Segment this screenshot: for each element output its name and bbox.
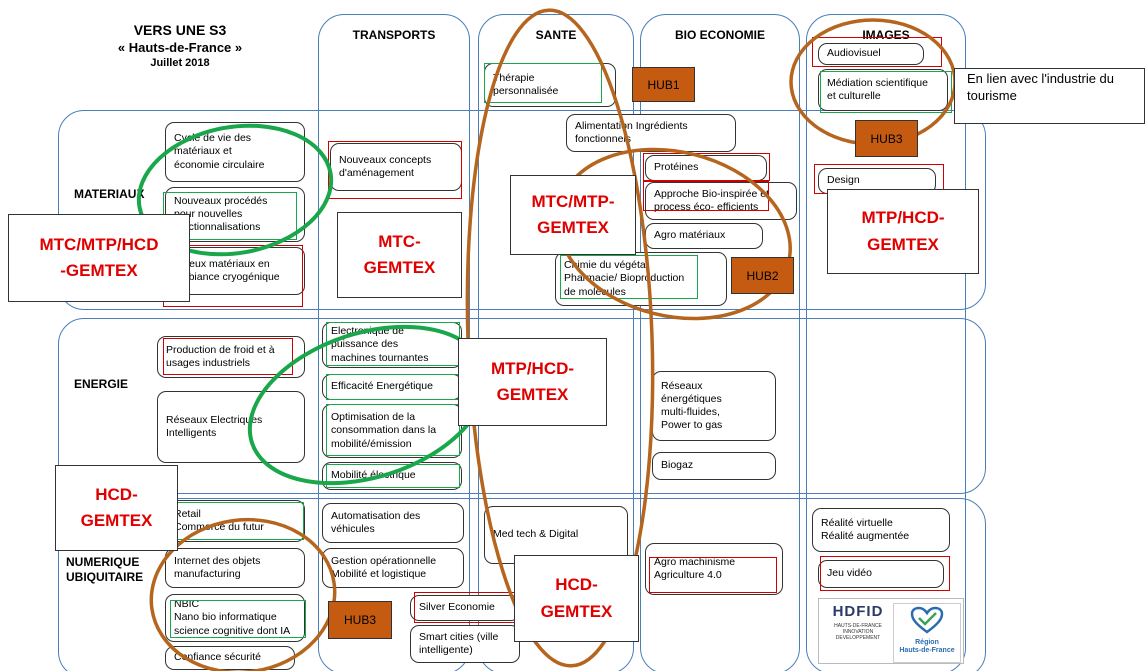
- row-header-energie: ENERGIE: [74, 377, 129, 391]
- brown-ellipse-numerique: [149, 517, 337, 671]
- cell-reseaux-electriques: Réseaux Electriques Intelligents: [157, 391, 305, 463]
- row-frame-numerique: [58, 498, 986, 671]
- row-frame-energie: [58, 318, 986, 494]
- hub3-badge-numerique: HUB3: [328, 601, 392, 639]
- cell-chimie-vegetal: Chimie du végétal Pharmacie/ Bioproducti…: [555, 252, 727, 306]
- row-header-materiaux: MATERIAUX: [74, 187, 145, 201]
- cell-audiovisuel: Audiovisuel: [818, 43, 924, 65]
- green-tag-optimisation: [326, 404, 460, 456]
- column-header-images: IMAGES: [862, 28, 910, 42]
- green-tag-mediation: [820, 71, 952, 113]
- cell-reseaux-energetiques: Réseaux énergétiques multi-fluides, Powe…: [652, 371, 776, 441]
- label-mtc: MTC- GEMTEX: [337, 212, 462, 298]
- row-header-numerique: NUMERIQUE UBIQUITAIRE: [66, 555, 144, 584]
- region-heart-icon: [910, 606, 944, 634]
- label-mtc-mtp-hcd: MTC/MTP/HCD -GEMTEX: [8, 214, 190, 302]
- red-tag-agro-machinisme: [649, 557, 777, 593]
- region-logo: Région Hauts-de-France: [893, 603, 961, 663]
- hdfid-logo: HDFID HAUTS-DE-FRANCE INNOVATION DEVELOP…: [825, 603, 891, 661]
- green-tag-nbic: [170, 600, 306, 638]
- label-hcd-bottom: HCD- GEMTEX: [514, 555, 639, 642]
- cell-internet-objets: Internet des objets manufacturing: [165, 548, 305, 588]
- tourism-note: En lien avec l'industrie du tourisme: [954, 68, 1145, 124]
- cell-realite-virtuelle: Réalité virtuelle Réalité augmentée: [812, 508, 950, 552]
- label-mtp-hcd-images: MTP/HCD- GEMTEX: [827, 189, 979, 274]
- cell-cycle-de-vie: Cycle de vie des matériaux et économie c…: [165, 122, 305, 182]
- cell-nbic: NBIC Nano bio informatique science cogni…: [165, 594, 305, 642]
- green-tag-mobilite: [326, 464, 460, 488]
- red-tag-proteines: [643, 153, 770, 181]
- cell-optimisation: Optimisation de la consommation dans la …: [322, 404, 462, 458]
- cell-approche-bio: Approche Bio-inspirée et process éco- ef…: [645, 182, 797, 220]
- diagram-title: VERS UNE S3: [133, 22, 227, 38]
- green-tag-therapie: [484, 63, 602, 103]
- hdfid-subtitle: HAUTS-DE-FRANCE INNOVATION DEVELOPPEMENT: [834, 623, 882, 641]
- hub3-badge-images: HUB3: [855, 120, 918, 157]
- hub2-badge: HUB2: [731, 257, 794, 294]
- cell-jeu-video: Jeu vidéo: [818, 560, 944, 588]
- cell-therapie: Thérapie personnalisée: [484, 63, 616, 107]
- label-mtp-hcd-energie: MTP/HCD- GEMTEX: [458, 338, 607, 426]
- hdfid-name: HDFID: [832, 603, 884, 620]
- green-tag-chimie: [560, 255, 698, 299]
- column-header-bio-economie: BIO ECONOMIE: [674, 28, 765, 42]
- column-header-transports: TRANSPORTS: [352, 28, 436, 42]
- cell-medtech: Med tech & Digital: [484, 506, 628, 564]
- cell-nouveaux-procedes: Nouveaux procédés pour nouvelles fonctio…: [165, 187, 305, 242]
- cell-mobilite-electrique: Mobilité électrique: [322, 462, 462, 490]
- cell-silver-economie: Silver Economie: [410, 595, 520, 621]
- region-name: Région Hauts-de-France: [899, 639, 955, 655]
- row-frame-materiaux: [58, 110, 986, 310]
- cell-automatisation: Automatisation des véhicules: [322, 503, 464, 543]
- column-frame-bio-economie: [640, 14, 800, 671]
- red-tag-jeu-video: [820, 556, 950, 591]
- label-mtc-mtp: MTC/MTP- GEMTEX: [510, 175, 636, 255]
- green-ellipse-materiaux: [136, 123, 334, 257]
- cell-alimentation: Alimentation Ingrédients fonctionnels: [566, 114, 736, 152]
- cell-proteines: Protéines: [645, 155, 767, 181]
- hub1-badge: HUB1: [632, 67, 695, 102]
- column-header-sante: SANTE: [535, 28, 577, 42]
- cell-nouveaux-concepts: Nouveaux concepts d'aménagement: [330, 143, 462, 191]
- label-hcd-left: HCD- GEMTEX: [55, 465, 178, 551]
- cell-agro-machinisme: Agro machinisme Agriculture 4.0: [645, 543, 783, 595]
- diagram-date: Juillet 2018: [150, 57, 210, 69]
- red-tag-audiovisuel: [812, 37, 942, 67]
- cell-biogaz: Biogaz: [652, 452, 776, 480]
- cell-smart-cities: Smart cities (ville intelligente): [410, 625, 520, 663]
- cell-agro-materiaux: Agro matériaux: [645, 223, 763, 249]
- logos-panel: HDFID HAUTS-DE-FRANCE INNOVATION DEVELOP…: [818, 598, 964, 664]
- cell-gestion: Gestion opérationnelle Mobilité et logis…: [322, 548, 464, 588]
- cell-mediation: Médiation scientifique et culturelle: [818, 69, 948, 111]
- diagram-region: « Hauts-de-France »: [117, 40, 243, 55]
- red-tag-froid: [163, 338, 293, 375]
- diagram-header: VERS UNE S3 « Hauts-de-France » Juillet …: [95, 22, 265, 69]
